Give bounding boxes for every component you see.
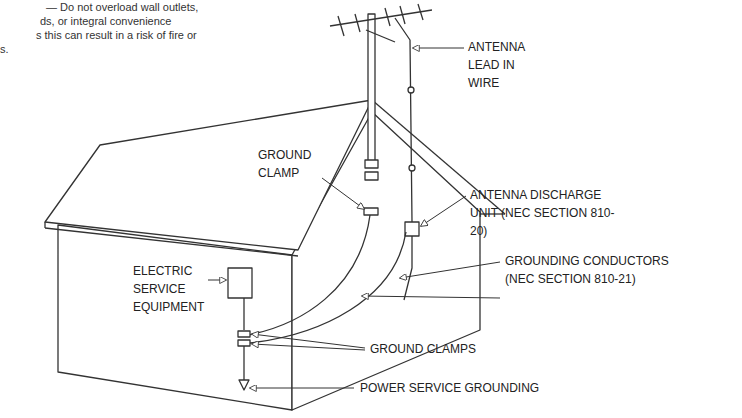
ground-clamp [238, 340, 250, 346]
note-text: — Do not overload wall outlets, [46, 1, 198, 14]
antenna-element [418, 4, 423, 20]
mast-bracket [365, 160, 378, 168]
leader-line [413, 48, 464, 49]
antenna-boom [330, 10, 432, 26]
roof-edge [44, 222, 45, 228]
callout-label: GROUND CLAMP [258, 146, 322, 182]
leader-line [208, 280, 226, 281]
callout-label: ELECTRIC SERVICE EQUIPMENT [133, 262, 209, 316]
grounding-conductor [248, 215, 370, 335]
note-text: ds, or integral convenience [40, 15, 171, 28]
callout-label: ANTENNA LEAD IN WIRE [468, 38, 536, 92]
antenna-mast [368, 14, 375, 164]
leader-line [252, 344, 365, 350]
leader-line [400, 262, 500, 278]
lead-in-wire [404, 236, 412, 300]
leader-line [362, 296, 500, 298]
standoff-insulator [409, 165, 415, 171]
callout-label: GROUNDING CONDUCTORS (NEC SECTION 810-21… [505, 252, 675, 288]
leader-line [250, 388, 354, 389]
antenna-element [355, 14, 360, 32]
ground-rod-tip [239, 380, 249, 390]
antenna-element [400, 6, 405, 24]
service-conductor [243, 298, 244, 330]
roof-edge [45, 228, 298, 256]
antenna-element [338, 16, 344, 36]
standoff-insulator [408, 87, 414, 93]
mast-ground-clamp [364, 208, 378, 215]
callout-label: GROUND CLAMPS [370, 340, 476, 358]
discharge-unit [405, 222, 419, 236]
antenna-brace [366, 30, 395, 42]
ground-clamp [238, 331, 250, 337]
leader-line [421, 196, 466, 226]
grounding-conductor [250, 232, 406, 343]
lead-in-wire [395, 18, 412, 222]
antenna-element [385, 8, 390, 26]
ground-rod [243, 346, 244, 382]
note-text: s. [0, 43, 9, 56]
mast-bracket [365, 172, 378, 180]
note-text: s this can result in a risk of fire or [36, 29, 197, 42]
leader-line [322, 178, 364, 209]
leader-line [252, 334, 365, 348]
callout-label: POWER SERVICE GROUNDING [360, 379, 539, 397]
front-wall [58, 225, 292, 410]
roof [45, 100, 372, 250]
electric-service-box [228, 268, 252, 298]
callout-label: ANTENNA DISCHARGE UNIT (NEC SECTION 810-… [470, 186, 620, 240]
